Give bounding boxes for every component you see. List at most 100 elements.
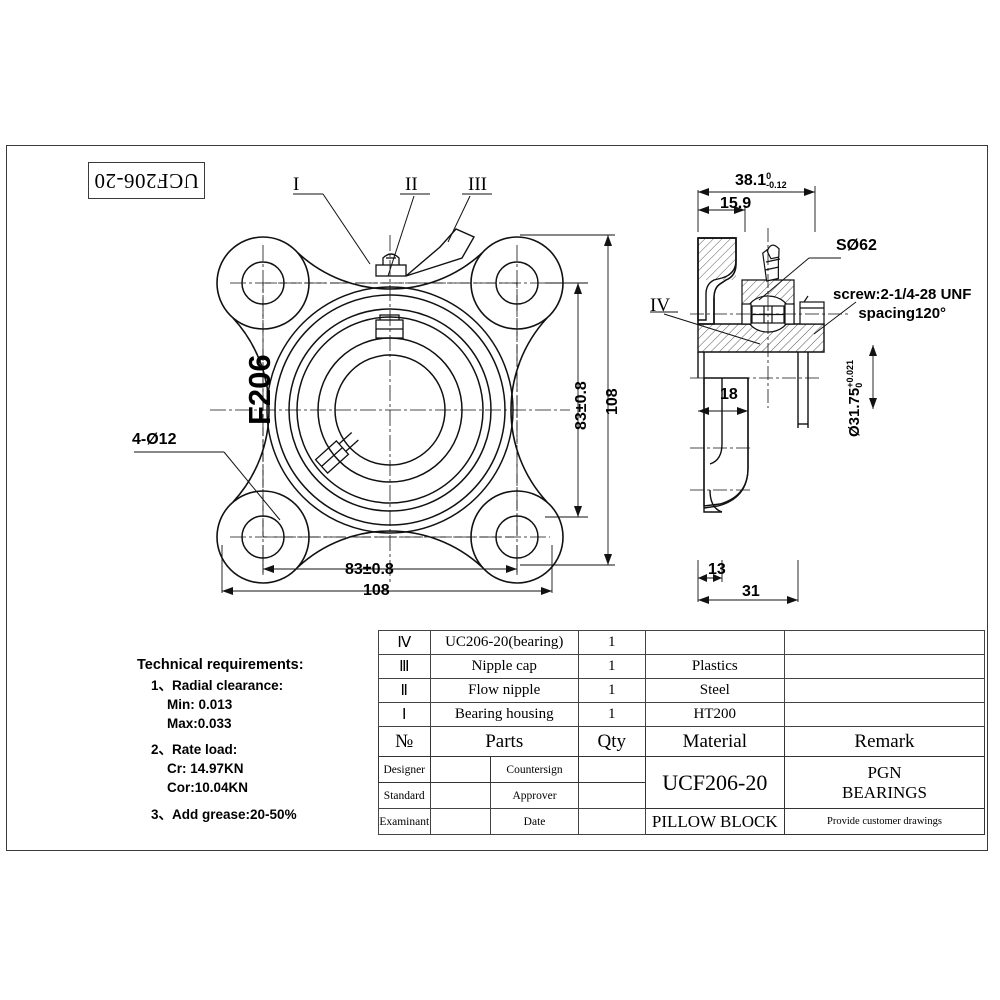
tech-item-3-label: Add grease:20-50%	[172, 806, 297, 822]
bom-qty-1: 1	[577, 702, 646, 727]
title-row-designer: Designer Countersign UCF206-20 PGN BEARI…	[378, 756, 986, 809]
date-value[interactable]	[577, 808, 646, 835]
hole-callout-text: 4-Ø12	[132, 431, 177, 448]
bom-qty-4: 1	[577, 630, 646, 655]
dim-13: 13	[708, 561, 726, 578]
detail-mark-III: III	[468, 174, 487, 195]
examinant-label: Examinant	[378, 808, 431, 835]
dim-height-overall: 108	[604, 388, 621, 415]
bom-no-2: Ⅱ	[378, 678, 431, 703]
bom-row-3: Ⅲ Nipple cap 1 Plastics	[378, 654, 986, 679]
tech-title: Technical requirements:	[137, 657, 304, 673]
company-line-1: PGN	[867, 762, 902, 782]
tech-item-2-line-1: Cr: 14.97KN	[167, 761, 244, 777]
detail-leader-IV	[650, 311, 761, 345]
side-view-bottom-dims	[697, 560, 799, 604]
tech-item-1: 1、Radial clearance:	[151, 676, 304, 695]
tech-item-2-label: Rate load:	[172, 742, 238, 758]
bom-row-4: Ⅳ UC206-20(bearing) 1	[378, 630, 986, 655]
countersign-label: Countersign	[490, 756, 579, 783]
bom-qty-3: 1	[577, 654, 646, 679]
tol-upper: 0	[766, 171, 772, 181]
part-number: UCF206-20	[644, 756, 785, 809]
bom-header-remark: Remark	[783, 726, 986, 757]
tech-item-2: 2、Rate load:	[151, 740, 304, 759]
drawing-note: Provide customer drawings	[783, 808, 986, 835]
bom-no-4: Ⅳ	[378, 630, 431, 655]
standard-label: Standard	[378, 782, 431, 809]
bom-material-1: HT200	[644, 702, 785, 727]
bom-part-4: UC206-20(bearing)	[429, 630, 579, 655]
bom-part-1: Bearing housing	[429, 702, 579, 727]
company-name: PGN BEARINGS	[783, 756, 986, 809]
bom-no-1: Ⅰ	[378, 702, 431, 727]
bom-no-3: Ⅲ	[378, 654, 431, 679]
tech-spacer-1	[137, 733, 304, 740]
front-view-label: F206	[242, 354, 277, 425]
approver-label: Approver	[490, 782, 579, 809]
detail-mark-II: II	[405, 174, 418, 195]
bom-qty-2: 1	[577, 678, 646, 703]
detail-leaders-front	[293, 193, 492, 277]
side-view-top-dims	[697, 186, 816, 232]
bom-row-2: Ⅱ Flow nipple 1 Steel	[378, 678, 986, 703]
bom-row-1: Ⅰ Bearing housing 1 HT200	[378, 702, 986, 727]
sphere-dia-text: SØ62	[836, 237, 877, 254]
bom-remark-4	[783, 630, 986, 655]
tech-item-1-line-1: Min: 0.013	[167, 696, 233, 712]
bom-remark-2	[783, 678, 986, 703]
countersign-value[interactable]	[577, 756, 646, 783]
dim-width-bolt: 83±0.8	[345, 561, 394, 578]
bom-remark-1	[783, 702, 986, 727]
tol-lower: -0.12	[766, 180, 787, 190]
tech-item-1-line-2: Max:0.033	[167, 715, 232, 731]
bom-material-4	[644, 630, 785, 655]
bom-material-2: Steel	[644, 678, 785, 703]
product-name: PILLOW BLOCK	[644, 808, 785, 835]
tech-item-2-line-2: Cor:10.04KN	[167, 780, 249, 796]
tech-item-3: 3、Add grease:20-50%	[151, 805, 304, 824]
dim-width-overall: 108	[363, 582, 390, 599]
dim-15-9: 15.9	[720, 195, 752, 212]
title-row-standard: Standard Approver	[378, 782, 985, 809]
tech-item-2-num: 2、	[151, 742, 173, 758]
screw-note-leader	[813, 301, 857, 335]
dim-31: 31	[742, 583, 760, 600]
sphere-dia-leader	[758, 257, 841, 301]
part-code-cartouche: UCF206-20	[88, 162, 205, 199]
bom-header-row: № Parts Qty Material Remark	[378, 726, 986, 757]
screw-note-line1: screw:2-1/4-28 UNF	[833, 286, 972, 303]
screw-note-line2: spacing120°	[858, 304, 947, 322]
examinant-value[interactable]	[429, 808, 492, 835]
title-row-examinant: Examinant Date PILLOW BLOCK Provide cust…	[378, 808, 986, 835]
front-view-vertical-dims	[520, 234, 615, 566]
bore-dim-line	[869, 345, 877, 409]
tech-item-3-num: 3、	[151, 806, 173, 822]
tech-spacer-2	[137, 798, 304, 805]
date-label: Date	[490, 808, 579, 835]
detail-mark-IV: IV	[650, 295, 671, 316]
standard-value[interactable]	[429, 782, 492, 809]
bom-material-3: Plastics	[644, 654, 785, 679]
approver-value[interactable]	[577, 782, 646, 809]
tech-item-1-num: 1、	[151, 677, 173, 693]
part-code-text: UCF206-20	[94, 169, 199, 193]
dim-18-line	[698, 395, 749, 419]
bom-header-qty: Qty	[577, 726, 646, 757]
technical-requirements: Technical requirements: 1、Radial clearan…	[137, 655, 304, 824]
tech-item-1-label: Radial clearance:	[172, 677, 284, 693]
dim-height-bolt: 83±0.8	[573, 381, 590, 430]
side-section-drawing	[690, 228, 848, 513]
company-line-2: BEARINGS	[841, 782, 927, 802]
designer-label: Designer	[378, 756, 431, 783]
bom-header-parts: Parts	[429, 726, 579, 757]
designer-value[interactable]	[429, 756, 492, 783]
bom-part-3: Nipple cap	[429, 654, 579, 679]
dim-18: 18	[720, 386, 738, 403]
bom-part-2: Flow nipple	[429, 678, 579, 703]
drawing-frame	[6, 145, 988, 851]
bom-header-no: №	[378, 726, 431, 757]
